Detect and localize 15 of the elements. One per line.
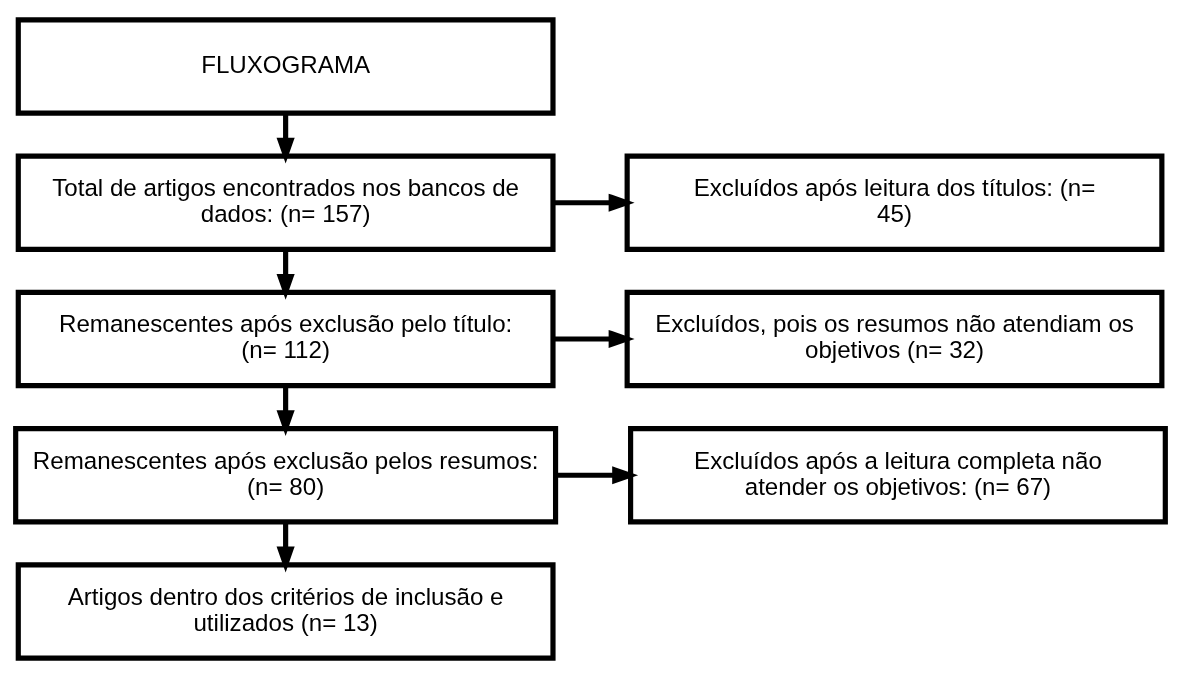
node-box: Total de artigos encontrados nos bancos de dados: (n= 157)	[15, 153, 556, 252]
node-box: Remanescentes após exclusão pelos resumos: (n= 80)	[13, 425, 559, 524]
node-box: Excluídos após a leitura completa não atender os objetivos: (n= 67)	[628, 425, 1168, 524]
node-box: Excluídos, pois os resumos não atendiam os objetivos (n= 32)	[624, 289, 1165, 388]
arrow	[276, 112, 295, 164]
arrow	[553, 329, 635, 348]
node-box: Excluídos após leitura dos títulos: (n= 45)	[624, 153, 1165, 252]
arrow	[276, 521, 295, 572]
arrow	[276, 249, 295, 300]
arrow	[556, 465, 639, 484]
arrow	[276, 385, 295, 436]
node-box: FLUXOGRAMA	[15, 16, 556, 116]
node-box: Remanescentes após exclusão pelo título: (n= 112)	[15, 289, 556, 388]
arrow	[553, 193, 635, 212]
node-box: Artigos dentro dos critérios de inclusão e utilizados (n= 13)	[15, 561, 556, 661]
